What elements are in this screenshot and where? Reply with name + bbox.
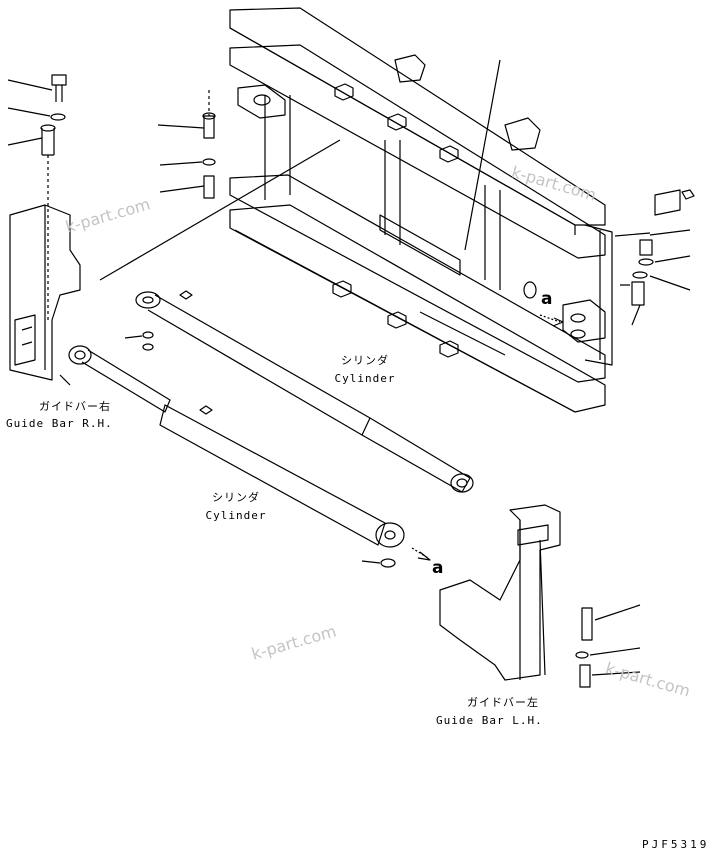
guide-bar-lh: [439, 504, 561, 681]
bolts-left: [7, 74, 67, 320]
guide-bar-rh-label-jp: ガイドバー右: [39, 400, 111, 413]
cylinder-upper-label-jp: シリンダ: [341, 354, 389, 367]
bolts-lower-right: [575, 604, 641, 688]
washers-center: [124, 331, 154, 351]
carriage-frame: [229, 7, 613, 413]
cylinder-upper-label-en: Cylinder: [334, 372, 396, 385]
guide-bar-rh: [9, 204, 81, 381]
bolts-center: [157, 90, 216, 199]
reference-mark-a: a: [541, 289, 553, 309]
cylinder-upper: [135, 290, 474, 493]
cylinder-lower-label-jp: シリンダ: [212, 491, 260, 504]
guide-bar-lh-label-en: Guide Bar L.H.: [436, 714, 543, 727]
drawing-code: PJF5319: [642, 838, 710, 851]
cylinder-lower: [68, 345, 405, 548]
cylinder-lower-label-en: Cylinder: [205, 509, 267, 522]
reference-mark-a: a: [432, 558, 444, 578]
bolts-right: [614, 189, 695, 326]
guide-bar-rh-label-en: Guide Bar R.H.: [6, 417, 113, 430]
guide-bar-lh-label-jp: ガイドバー左: [467, 696, 539, 709]
